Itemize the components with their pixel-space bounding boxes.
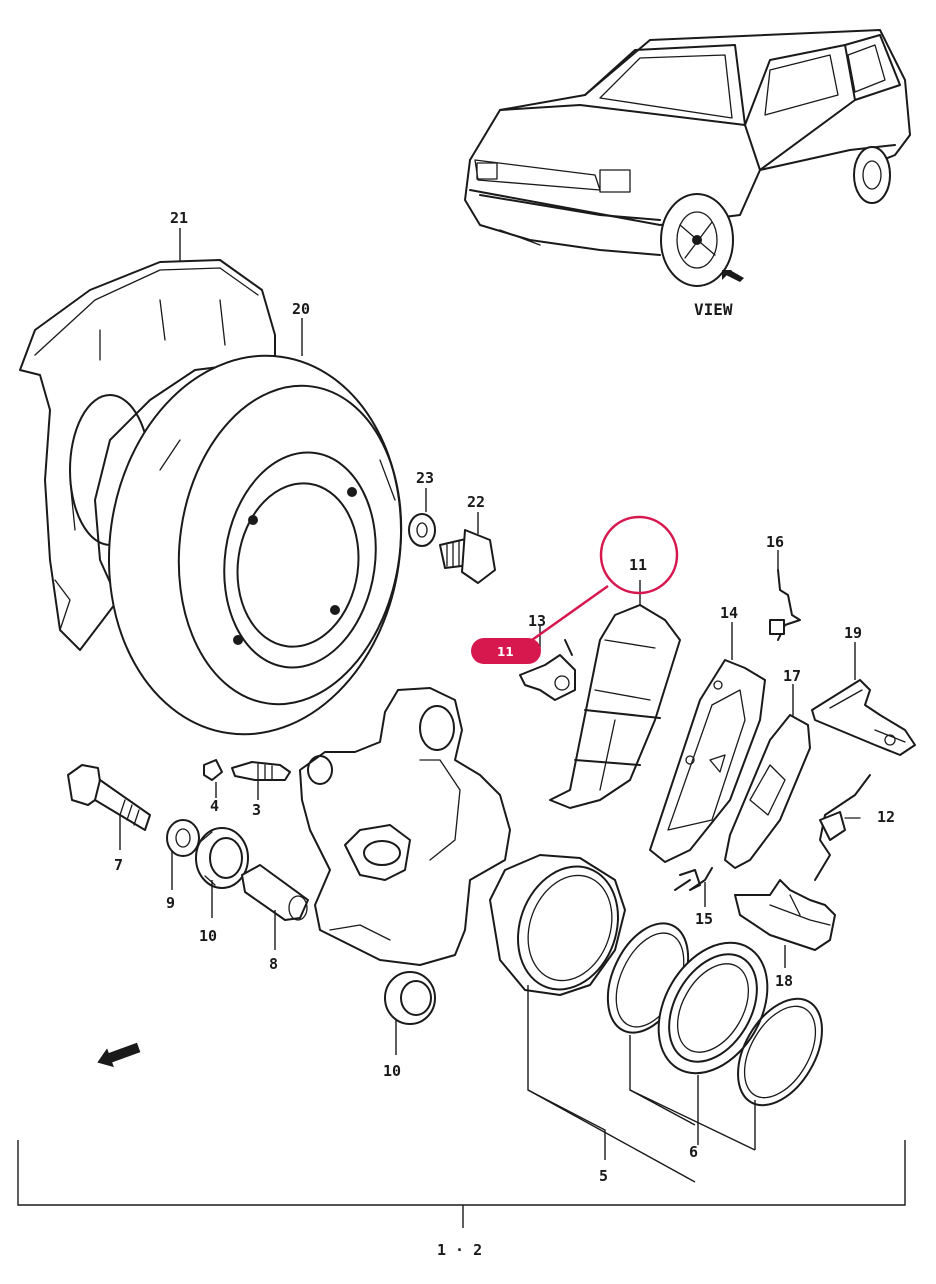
part-label-15: 15 [695,910,713,928]
caliper-body [299,687,511,966]
part-label-4: 4 [210,797,219,815]
part-9-washer [166,819,200,857]
part-14-pad [649,659,766,863]
callout-badge[interactable] [471,638,541,664]
part-19-bracket [811,679,916,756]
part-label-21: 21 [170,209,188,227]
part-17-shim [724,714,811,869]
part-label-18: 18 [775,972,793,990]
part-12-spring-clip [814,774,871,881]
assembly-label: 1 · 2 [437,1241,482,1259]
part-23-washer [408,513,436,547]
assembly-bracket [17,1140,906,1228]
part-3-bleeder [231,761,291,781]
part-label-10-upper: 10 [199,927,217,945]
part-label-8: 8 [269,955,278,973]
part-11-brake-pad [549,604,681,809]
part-label-20: 20 [292,300,310,318]
callout-annotation[interactable]: 11 11 [471,515,679,664]
part-20-brake-disc [107,354,403,736]
part-label-22: 22 [467,493,485,511]
callout-connector [531,584,609,642]
part-label-5: 5 [599,1167,608,1185]
part-label-10-lower: 10 [383,1062,401,1080]
part-label-16: 16 [766,533,784,551]
part-16-spring [769,569,801,641]
part-label-12: 12 [877,808,895,826]
part-18-retainer [734,879,836,951]
part-label-19: 19 [844,624,862,642]
part-label-13: 13 [528,612,546,630]
part-13-clip [519,639,576,701]
part-8-sleeve [241,864,309,921]
part-label-11: 11 [629,556,647,574]
part-7-bolt [67,764,151,831]
part-22-bolt [439,529,496,584]
part-label-14: 14 [720,604,738,622]
part-label-3: 3 [252,801,261,819]
callout-badge-label: 11 [497,645,514,659]
part-5-piston [489,854,626,996]
part-15-spring [674,867,713,891]
part-label-23: 23 [416,469,434,487]
part-label-17: 17 [783,667,801,685]
part-label-7: 7 [114,856,123,874]
part-label-6: 6 [689,1143,698,1161]
part-4-cap [203,759,223,781]
part-10-boot-lower [384,971,436,1025]
callout-ring [599,515,679,595]
view-arrow-icon [722,270,744,282]
part-label-9: 9 [166,894,175,912]
front-arrow-icon [97,1042,141,1068]
view-label: VIEW [694,300,733,319]
part-6-seal-kit [606,922,823,1107]
car-illustration: VIEW [464,29,911,319]
part-10-boot [195,827,249,889]
